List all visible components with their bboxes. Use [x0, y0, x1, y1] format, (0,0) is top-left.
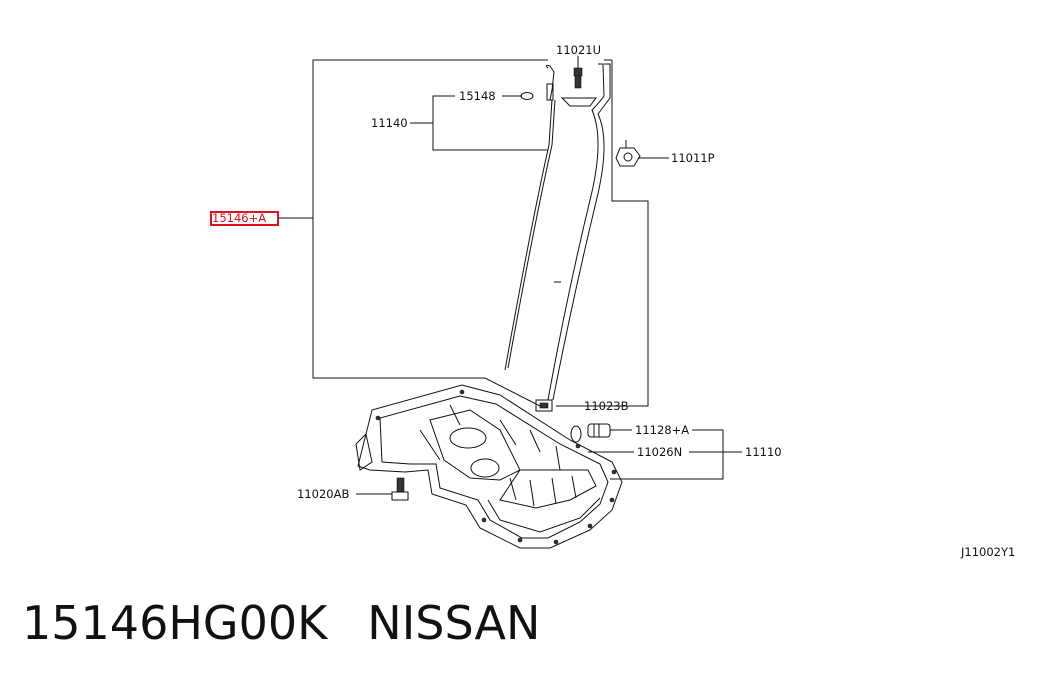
- label-11011p: 11011P: [671, 151, 715, 165]
- label-11128a: 11128+A: [635, 423, 689, 437]
- bracket-11140: [432, 95, 548, 151]
- label-15146a: 15146+A: [212, 211, 266, 225]
- caption-brand: NISSAN: [367, 596, 541, 650]
- diagram-code: J11002Y1: [960, 545, 1015, 559]
- bolt-11020ab: [391, 477, 409, 501]
- bracket-15146a: [312, 59, 548, 407]
- label-11023b: 11023B: [584, 399, 629, 413]
- washer-11026n: [570, 425, 582, 443]
- label-15148: 15148: [459, 89, 496, 103]
- caption: 15146HG00K NISSAN: [22, 596, 540, 650]
- label-11026n: 11026N: [637, 445, 682, 459]
- caption-part-number: 15146HG00K: [22, 596, 328, 650]
- bolt-11021u: [573, 67, 583, 89]
- leader-lines: [279, 56, 742, 495]
- highlight-box: [210, 211, 279, 226]
- bracket-11023b: [556, 60, 649, 407]
- label-11140: 11140: [371, 116, 408, 130]
- bracket-11110: [610, 429, 724, 480]
- guide-tube: [547, 63, 611, 401]
- oil-pan-11110: [355, 384, 623, 549]
- clip-11011p: [615, 140, 641, 167]
- grommet-11023b: [535, 399, 553, 412]
- dipstick: [504, 64, 556, 371]
- o-ring-15148: [520, 92, 534, 100]
- label-11021u: 11021U: [556, 43, 601, 57]
- label-11110: 11110: [745, 445, 782, 459]
- drain-plug-11128a: [587, 423, 611, 438]
- label-11020ab: 11020AB: [297, 487, 349, 501]
